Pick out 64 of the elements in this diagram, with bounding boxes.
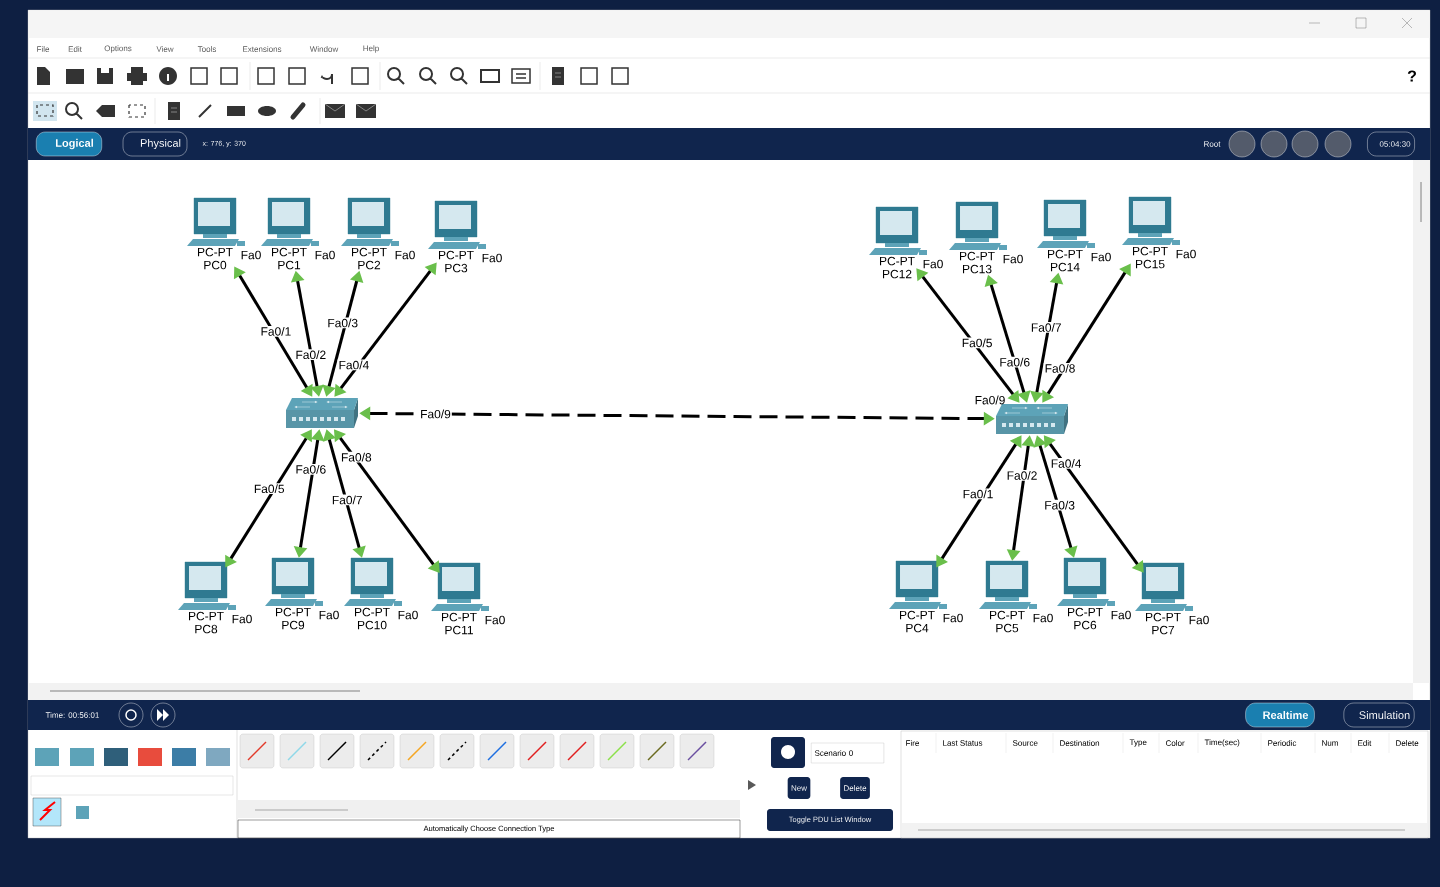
port-label: Fa0/7 [330, 494, 364, 506]
column-header: Periodic [1268, 740, 1297, 746]
port-label: Fa0/4 [1049, 458, 1083, 469]
port-label: Fa0/9 [419, 408, 452, 420]
port-label: Fa0 [943, 613, 963, 623]
menu-item: Options [104, 45, 132, 53]
port-label: Fa0 [319, 610, 339, 620]
mode-tab: Realtime [1245, 702, 1315, 728]
column-header: Last Status [943, 740, 983, 746]
menu-item: Window [309, 46, 339, 52]
menu-item: Extensions [243, 46, 282, 52]
port-label: Fa0/7 [1029, 322, 1063, 333]
port-label: Fa0 [1003, 254, 1023, 264]
column-header: Destination [1060, 740, 1100, 746]
port-label: Fa0 [315, 250, 335, 260]
port-label: Fa0 [241, 250, 261, 260]
switch-icon [286, 398, 358, 428]
port-label: Fa0/1 [961, 488, 995, 500]
help-icon: ? [1407, 70, 1416, 82]
time-text: Time: 00:56:01 [45, 712, 99, 718]
menu-item: View [156, 46, 174, 52]
port-label: Fa0 [232, 614, 252, 624]
mode-tab: Logical [36, 131, 102, 157]
column-header: Delete [1396, 740, 1419, 746]
port-label: Fa0 [395, 250, 415, 260]
port-label: Fa0 [398, 610, 418, 620]
port-label: Fa0 [1091, 252, 1111, 262]
port-label: Fa0/5 [960, 337, 994, 349]
root-text: Root [1204, 141, 1221, 147]
column-header: Type [1129, 739, 1147, 747]
port-label: Fa0/9 [975, 395, 1005, 405]
port-label: Fa0/2 [1005, 470, 1039, 481]
menu-item: Edit [68, 46, 82, 52]
new-button: New [787, 777, 811, 799]
port-label: Fa0/5 [252, 483, 286, 495]
port-label: Fa0/8 [339, 451, 373, 463]
menu-item: Tools [197, 46, 217, 52]
column-header: Edit [1358, 740, 1372, 746]
delete-button: Delete [840, 777, 870, 799]
port-label: Fa0 [485, 615, 505, 625]
port-label: Fa0/3 [326, 317, 360, 329]
column-header: Fire [906, 740, 919, 746]
scenario-dropdown: Scenario 0 [811, 742, 885, 764]
column-header: Color [1165, 740, 1185, 746]
column-header: Source [1012, 740, 1038, 746]
port-label: Fa0/6 [294, 463, 328, 475]
port-label: Fa0 [1111, 610, 1131, 620]
port-label: Fa0 [1176, 249, 1196, 259]
clock-button: 05:04:30 [1367, 131, 1415, 157]
port-label: Fa0/4 [337, 359, 371, 371]
port-label: Fa0/6 [998, 356, 1032, 368]
port-label: Fa0/8 [1043, 362, 1077, 374]
port-label: Fa0 [1033, 613, 1053, 623]
column-header: Num [1322, 740, 1338, 746]
switch-icon [996, 404, 1068, 434]
mode-tab: Physical [122, 131, 188, 157]
column-header: Time(sec) [1204, 739, 1240, 747]
menu-item: Help [363, 45, 379, 53]
port-label: Fa0/3 [1043, 499, 1076, 511]
port-label: Fa0/2 [294, 349, 328, 361]
menu-item: File [37, 46, 50, 52]
port-label: Fa0/1 [259, 325, 293, 337]
port-label: Fa0 [1189, 615, 1209, 625]
mode-tab: Simulation [1343, 702, 1415, 728]
